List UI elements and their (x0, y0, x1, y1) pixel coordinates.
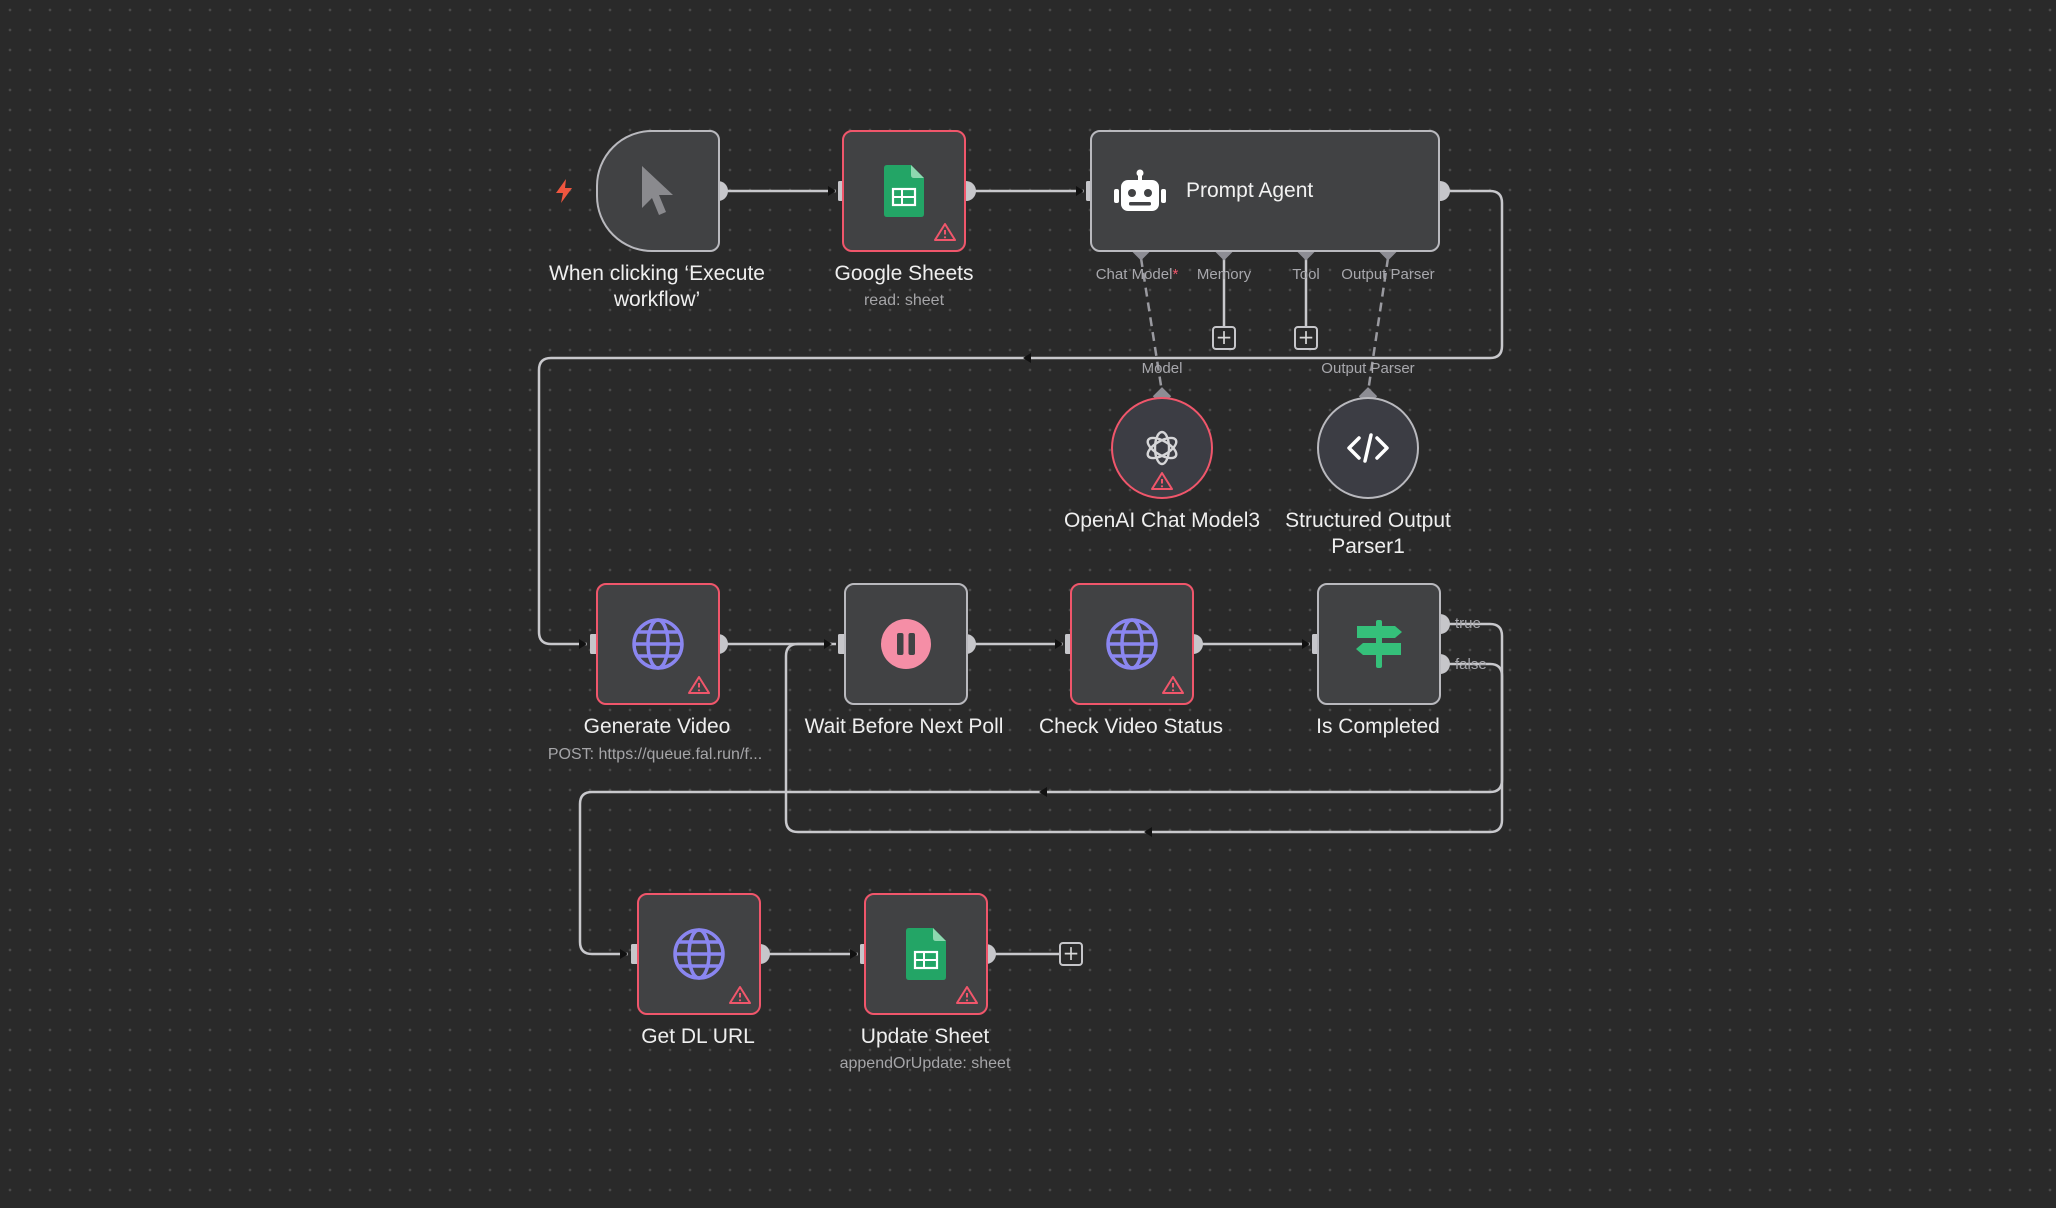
node-structured-output-parser[interactable] (1317, 397, 1419, 499)
node-generate-video[interactable] (596, 583, 720, 705)
node-subtitle-generate-video: POST: https://queue.fal.run/f... (547, 746, 763, 763)
branch-label-false: false (1455, 656, 1487, 673)
pause-icon (881, 619, 931, 669)
arrow-mark (1076, 186, 1084, 196)
add-node-button[interactable]: + (1059, 942, 1083, 966)
globe-icon (632, 618, 684, 670)
required-mark: * (1172, 266, 1179, 283)
cursor-icon (642, 166, 673, 215)
node-label-wait-before-next-poll: Wait Before Next Poll (804, 715, 1004, 738)
warning-icon[interactable] (1151, 471, 1173, 491)
node-label-is-completed: Is Completed (1316, 715, 1440, 738)
openai-icon (1146, 430, 1178, 466)
node-label-update-sheet: Update Sheet (860, 1025, 990, 1048)
arrow-mark (1039, 787, 1047, 797)
node-update-sheet[interactable] (864, 893, 988, 1015)
node-get-dl-url[interactable] (637, 893, 761, 1015)
node-openai-chat-model[interactable] (1111, 397, 1213, 499)
sub-port-label-model: Model (1141, 360, 1183, 377)
arrow-mark (1144, 827, 1152, 837)
arrow-mark (579, 639, 587, 649)
arrow-mark (1023, 353, 1031, 363)
warning-icon[interactable] (729, 985, 751, 1005)
arrow-mark (620, 949, 628, 959)
port-label-memory: Memory (1196, 266, 1252, 283)
add-tool-button[interactable]: + (1294, 326, 1318, 350)
connection-agent-generate-video[interactable] (537, 189, 1504, 646)
node-subtitle-google-sheets: read: sheet (863, 292, 945, 309)
parser-label-text: Structured Output Parser1 (1285, 509, 1451, 558)
warning-icon[interactable] (688, 675, 710, 695)
node-label-check-video-status: Check Video Status (1038, 715, 1224, 738)
warning-icon[interactable] (956, 985, 978, 1005)
trigger-label-line: When clicking ‘Execute workflow’ (549, 262, 765, 311)
globe-icon (1106, 618, 1158, 670)
arrow-mark (828, 186, 836, 196)
port-label-output-parser: Output Parser (1341, 266, 1435, 283)
globe-icon (673, 928, 725, 980)
arrow-mark (850, 949, 858, 959)
arrow-mark (1302, 639, 1310, 649)
port-label-chat-model-text: Chat Model (1095, 266, 1173, 283)
google-sheets-icon (884, 165, 924, 217)
port-label-chat-model: Chat Model* (1096, 266, 1179, 283)
node-label-structured-output-parser: Structured Output Parser1 (1268, 508, 1468, 560)
port-label-tool: Tool (1292, 266, 1320, 283)
node-check-video-status[interactable] (1070, 583, 1194, 705)
node-label-get-dl-url: Get DL URL (641, 1025, 755, 1048)
add-memory-button[interactable]: + (1212, 326, 1236, 350)
node-label-prompt-agent: Prompt Agent (1186, 179, 1314, 202)
connection-model-agent[interactable] (1139, 257, 1164, 393)
node-prompt-agent[interactable]: Prompt Agent (1090, 130, 1440, 252)
node-label-generate-video: Generate Video (583, 715, 731, 738)
warning-icon[interactable] (934, 222, 956, 242)
node-wait-before-next-poll[interactable] (844, 583, 968, 705)
node-label-trigger: When clicking ‘Execute workflow’ (542, 261, 772, 313)
sub-port-label-output-parser: Output Parser (1321, 360, 1415, 377)
node-is-completed[interactable] (1317, 583, 1441, 705)
lightning-icon (556, 179, 572, 203)
arrow-mark (824, 639, 832, 649)
warning-icon[interactable] (1162, 675, 1184, 695)
connection-parser-agent[interactable] (1366, 257, 1390, 393)
branch-label-true: true (1455, 615, 1481, 632)
arrow-mark (1055, 639, 1063, 649)
code-icon (1347, 433, 1389, 463)
node-subtitle-update-sheet: appendOrUpdate: sheet (839, 1055, 1011, 1072)
node-label-openai-chat-model: OpenAI Chat Model3 (1063, 509, 1261, 532)
robot-icon (1114, 169, 1166, 211)
node-label-google-sheets: Google Sheets (834, 262, 974, 285)
node-google-sheets[interactable] (842, 130, 966, 252)
google-sheets-icon (906, 928, 946, 980)
node-manual-trigger[interactable] (596, 130, 720, 252)
signpost-icon (1356, 620, 1402, 668)
